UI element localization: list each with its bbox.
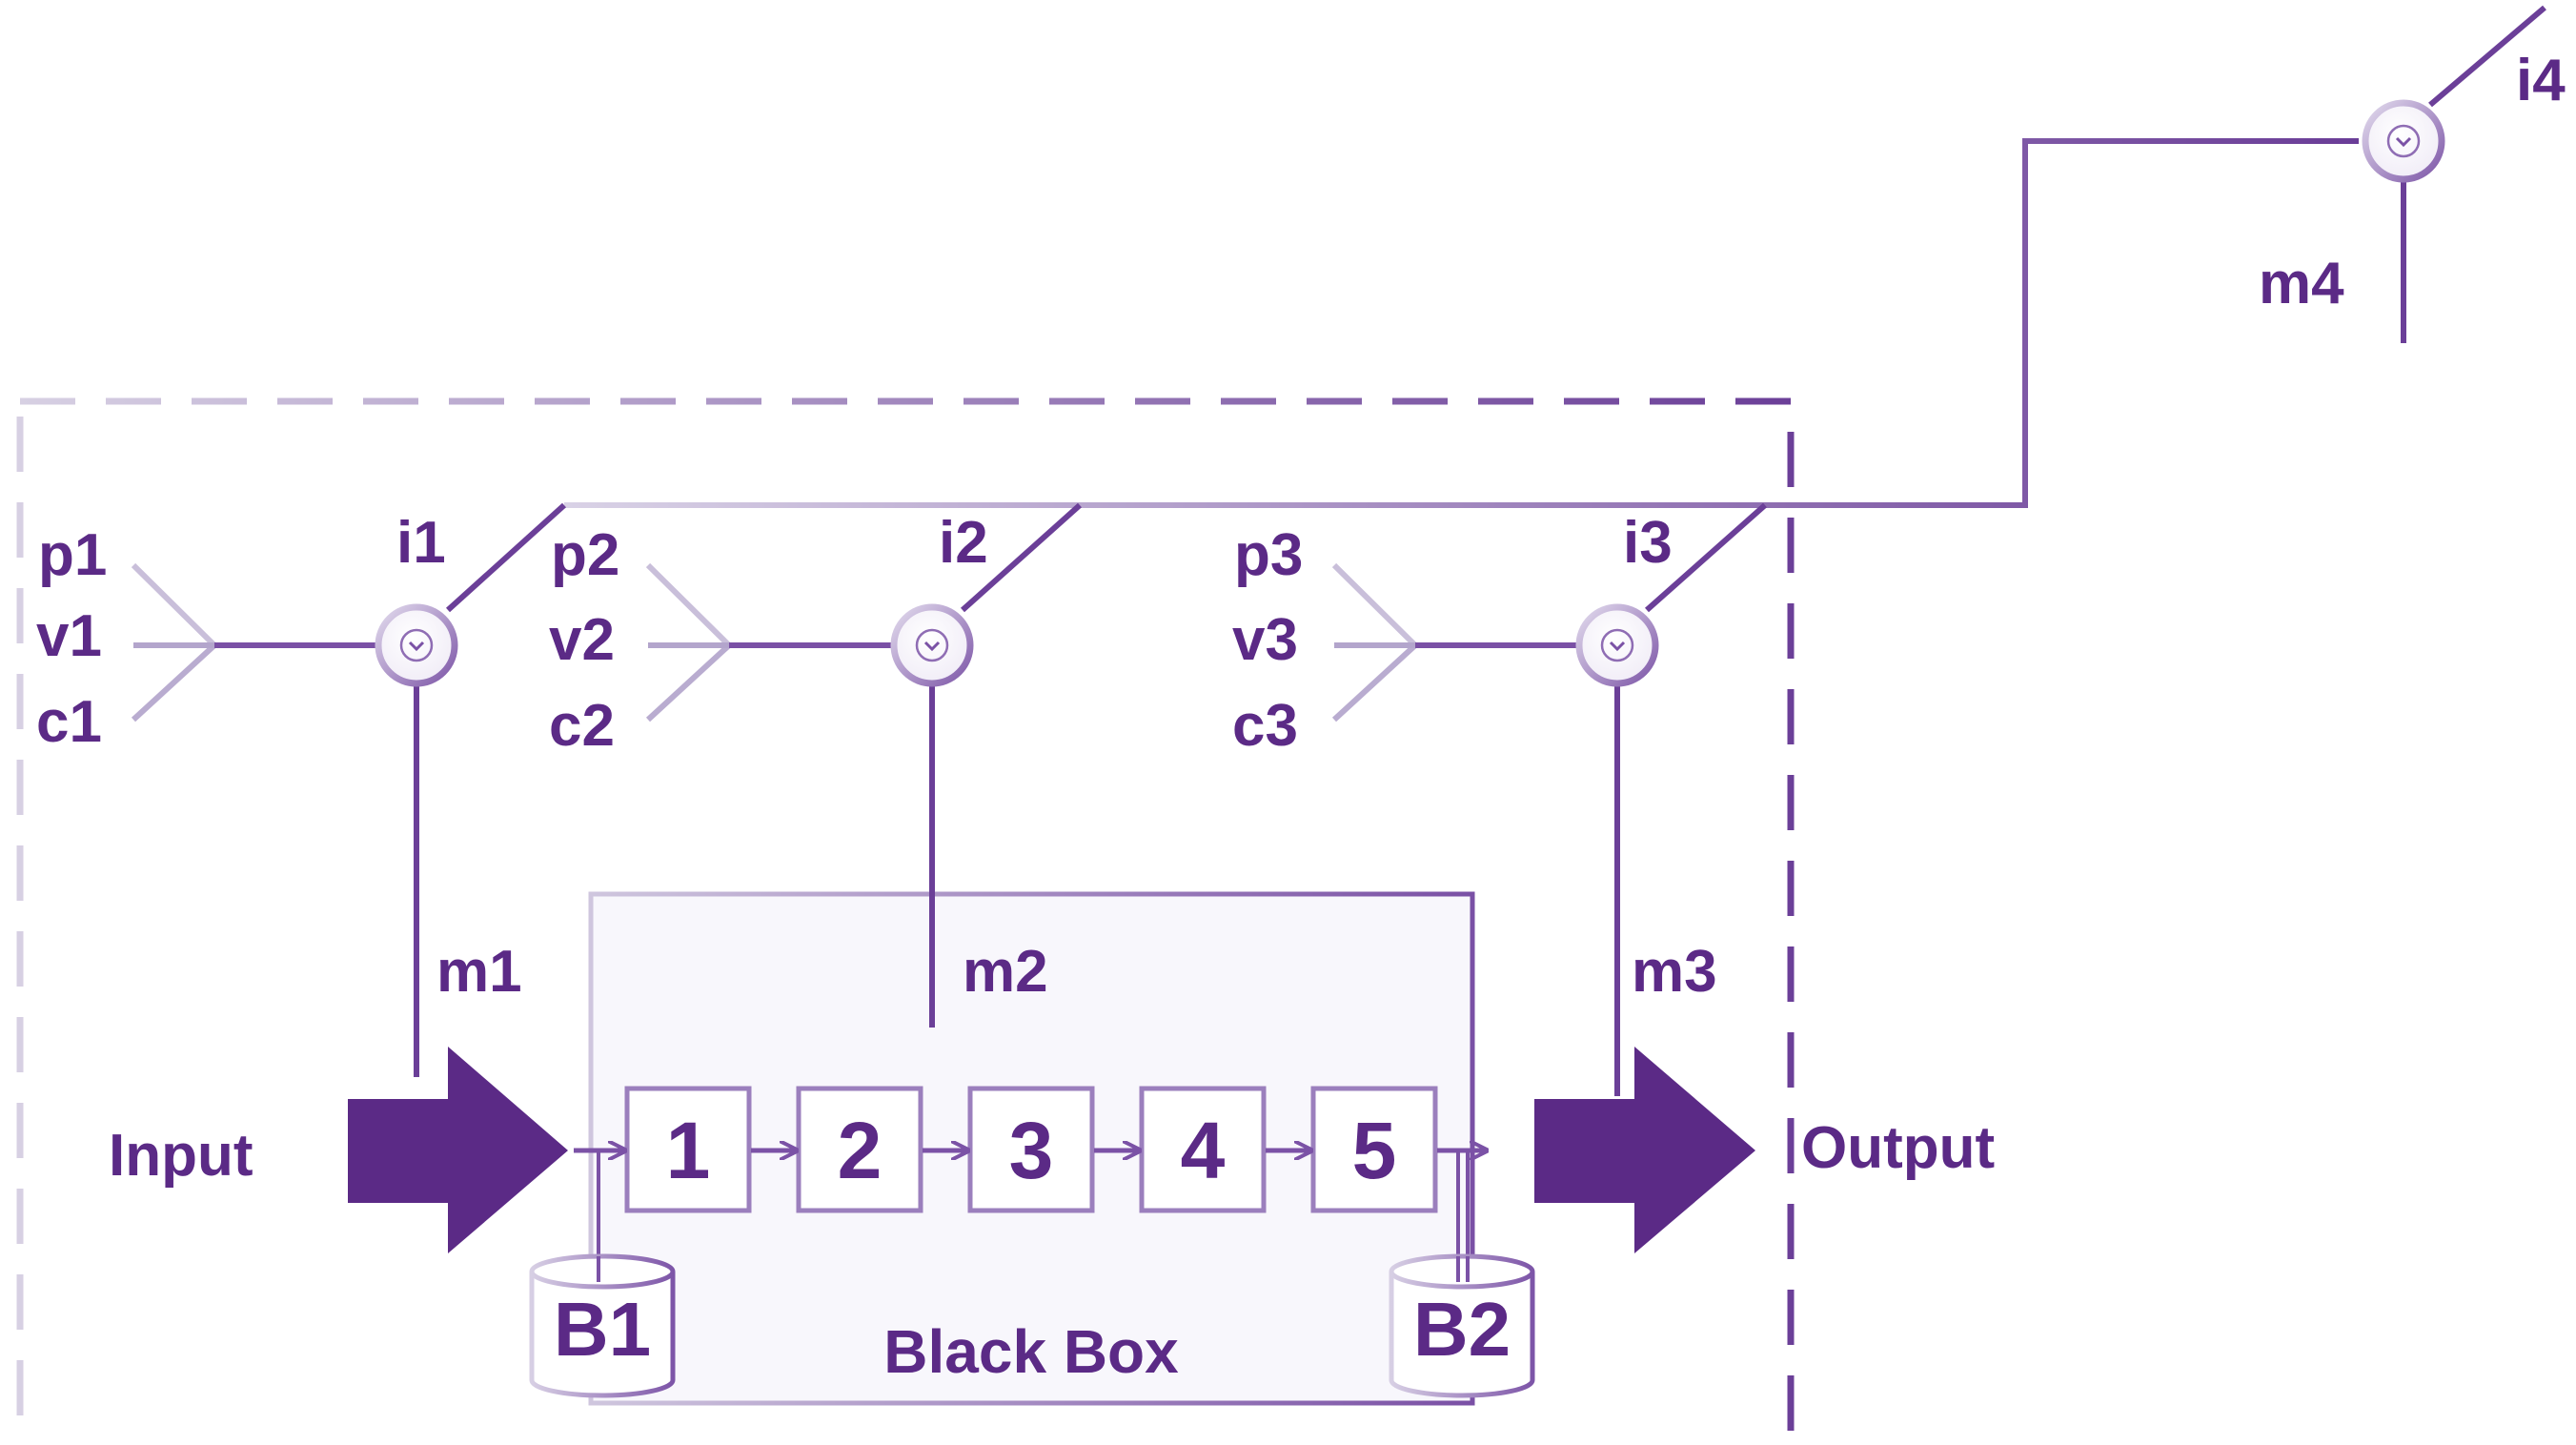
step-label-5: 5 — [1352, 1106, 1397, 1195]
output-arrow — [1534, 1047, 1755, 1253]
label-i3: i3 — [1623, 510, 1673, 576]
top-bus-line — [564, 138, 2359, 508]
system-boundary — [16, 397, 1795, 1445]
label-m4: m4 — [2259, 251, 2344, 316]
buffer-b2 — [1389, 1253, 1535, 1398]
step-label-4: 4 — [1181, 1106, 1226, 1195]
label-c1: c1 — [36, 689, 102, 755]
step-box-3 — [967, 1086, 1095, 1213]
label-p1: p1 — [38, 522, 107, 588]
step-box-1 — [624, 1086, 752, 1213]
label-b1: B1 — [554, 1287, 651, 1372]
label-c2: c2 — [549, 693, 615, 759]
process-steps: 1 2 3 4 5 — [574, 1086, 1487, 1213]
step-box-2 — [796, 1086, 923, 1213]
label-m3: m3 — [1632, 939, 1717, 1005]
label-i2: i2 — [939, 510, 988, 576]
step-label-2: 2 — [838, 1106, 882, 1195]
step-box-5 — [1310, 1086, 1438, 1213]
label-b2: B2 — [1413, 1287, 1511, 1372]
step-box-4 — [1139, 1086, 1267, 1213]
label-p3: p3 — [1234, 522, 1303, 588]
buffer-b1 — [529, 1253, 676, 1398]
i4-output-line — [2428, 5, 2546, 108]
label-v3: v3 — [1232, 607, 1298, 673]
label-output: Output — [1801, 1115, 1995, 1181]
input-arrow — [348, 1047, 568, 1253]
node-i2 — [890, 603, 974, 687]
label-m1: m1 — [436, 939, 522, 1005]
node-i3 — [1575, 603, 1659, 687]
label-m2: m2 — [963, 939, 1048, 1005]
label-i1: i1 — [396, 510, 446, 576]
node-i4 — [2362, 99, 2445, 183]
label-i4: i4 — [2516, 48, 2566, 113]
step-label-1: 1 — [666, 1106, 711, 1195]
label-v2: v2 — [549, 607, 615, 673]
node-i1 — [375, 603, 458, 687]
branch-2 — [645, 502, 1082, 1028]
label-black-box: Black Box — [883, 1317, 1179, 1386]
label-input: Input — [109, 1123, 254, 1189]
label-v1: v1 — [36, 603, 102, 669]
label-c3: c3 — [1232, 693, 1298, 759]
label-p2: p2 — [551, 522, 619, 588]
branch-1 — [131, 502, 567, 1077]
branch-3 — [1331, 502, 1767, 1096]
step-label-3: 3 — [1009, 1106, 1054, 1195]
